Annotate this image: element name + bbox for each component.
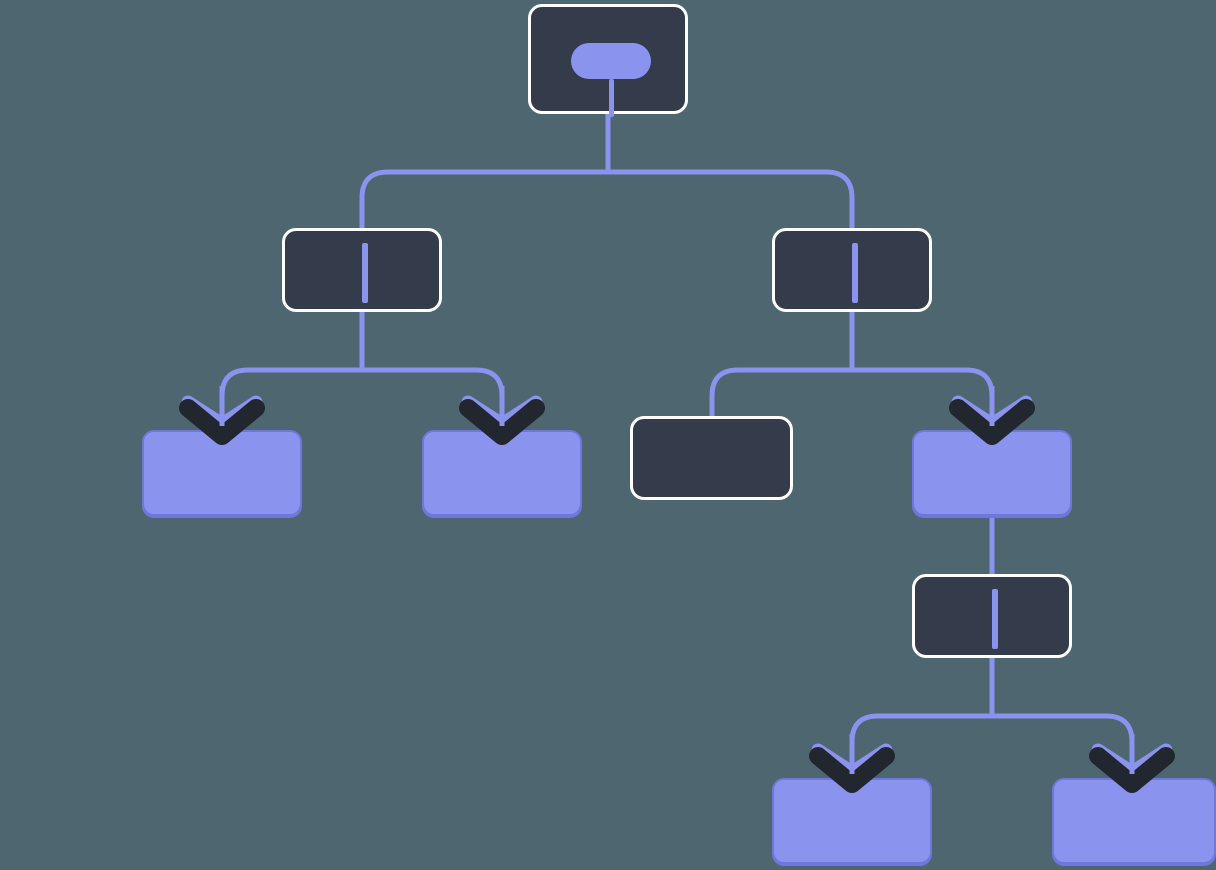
node-root[interactable] xyxy=(528,4,688,117)
node-sub-container-bar xyxy=(992,589,998,649)
node-leaf-1[interactable] xyxy=(142,430,302,516)
node-root-stem xyxy=(608,79,614,117)
node-branch-right-bar xyxy=(852,243,858,303)
node-leaf-3[interactable] xyxy=(772,778,932,864)
node-leaf-branch[interactable] xyxy=(912,430,1072,516)
node-root-pill xyxy=(571,43,651,79)
node-empty-container[interactable] xyxy=(630,416,793,500)
node-leaf-2[interactable] xyxy=(422,430,582,516)
node-leaf-4[interactable] xyxy=(1052,778,1216,864)
node-branch-left-bar xyxy=(362,243,368,303)
node-sub-container[interactable] xyxy=(912,574,1072,658)
node-branch-left[interactable] xyxy=(282,228,442,312)
node-branch-right[interactable] xyxy=(772,228,932,312)
